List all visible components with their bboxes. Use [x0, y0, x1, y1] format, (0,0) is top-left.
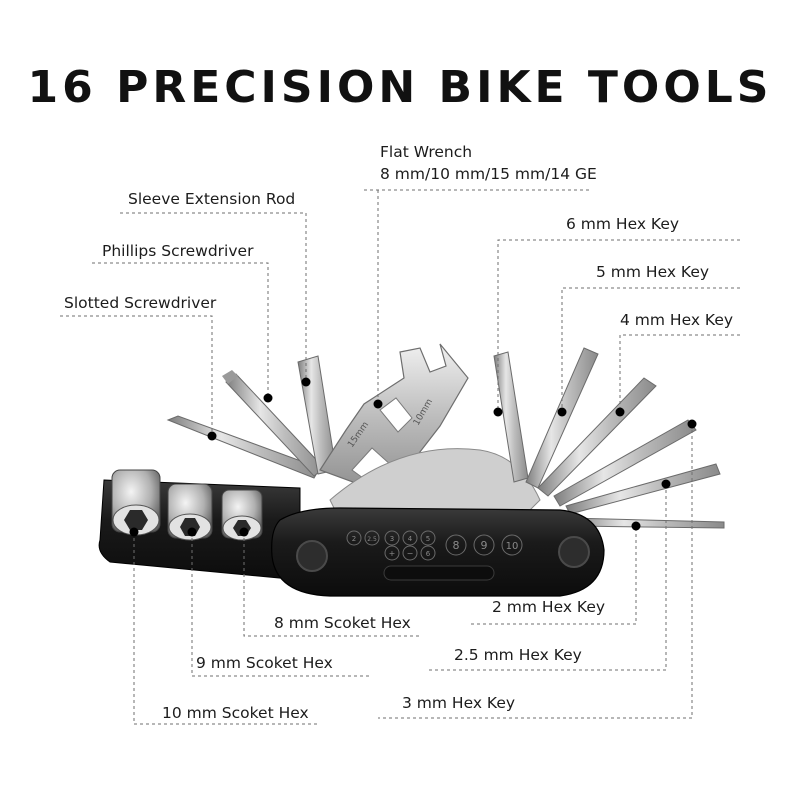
label-slotted-screwdriver: Slotted Screwdriver [64, 294, 217, 312]
label-hex-key-2-5mm: 2.5 mm Hex Key [454, 646, 582, 664]
body-mark-2-5: 2.5 [367, 536, 377, 543]
body-mark-8: 8 [453, 539, 460, 552]
label-phillips-screwdriver: Phillips Screwdriver [102, 242, 254, 260]
body-mark-5: 5 [426, 535, 430, 543]
tool-body: 2 2.5 3 4 5 + − 6 8 9 10 [271, 507, 605, 597]
spine-plate [329, 448, 541, 521]
label-hex-key-5mm: 5 mm Hex Key [596, 263, 710, 281]
hex-key-4mm [537, 377, 657, 497]
body-mark-10: 10 [506, 541, 519, 552]
page-title: 16 PRECISION BIKE TOOLS [27, 62, 773, 113]
body-slot [383, 565, 495, 581]
left-rivet [296, 540, 328, 572]
right-rivet [558, 536, 590, 568]
body-mark-minus: − [407, 549, 414, 558]
label-hex-key-2mm: 2 mm Hex Key [492, 598, 606, 616]
label-flat-wrench-sizes: 8 mm/10 mm/15 mm/14 GE [380, 165, 597, 183]
leader-lines [60, 189, 740, 725]
label-flat-wrench: Flat Wrench [380, 143, 473, 161]
socket-10mm [111, 469, 161, 536]
body-mark-2: 2 [352, 535, 356, 543]
label-socket-8mm: 8 mm Scoket Hex [274, 614, 411, 632]
leader-dots [129, 377, 697, 537]
body-mark-plus: + [389, 549, 396, 558]
label-socket-9mm: 9 mm Scoket Hex [196, 654, 333, 672]
body-mark-6: 6 [426, 550, 431, 558]
body-mark-3: 3 [390, 535, 394, 543]
label-hex-key-4mm: 4 mm Hex Key [620, 311, 734, 329]
body-mark-4: 4 [408, 535, 413, 543]
label-hex-key-6mm: 6 mm Hex Key [566, 215, 680, 233]
body-mark-9: 9 [481, 539, 488, 552]
label-sleeve-extension-rod: Sleeve Extension Rod [128, 190, 296, 208]
label-socket-10mm: 10 mm Scoket Hex [162, 704, 309, 722]
label-hex-key-3mm: 3 mm Hex Key [402, 694, 516, 712]
